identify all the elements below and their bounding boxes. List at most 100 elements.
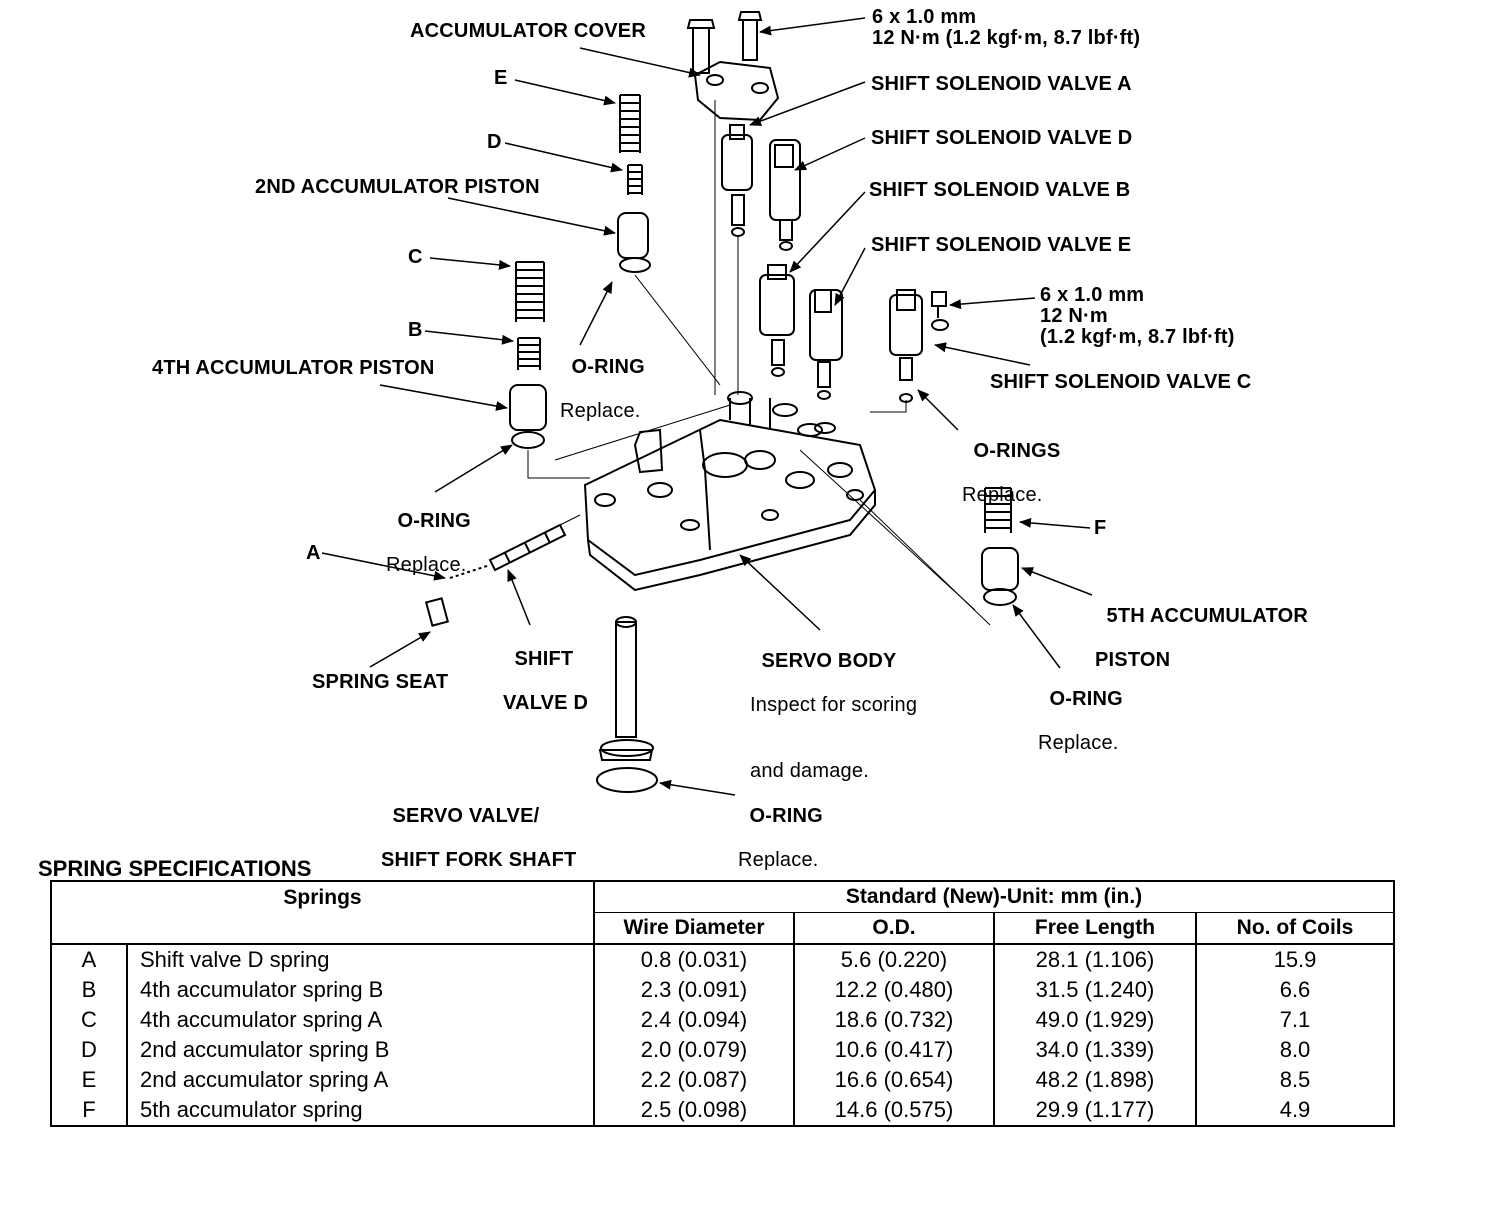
oring-piston4-note: Replace. [386, 554, 467, 576]
row-wire-diameter: 2.3 (0.091) [593, 975, 794, 1005]
oring-piston5-title: O-RING [1049, 688, 1123, 710]
second-accumulator-piston-label: 2ND ACCUMULATOR PISTON [255, 176, 540, 198]
row-free-length: 28.1 (1.106) [993, 944, 1196, 975]
spring-f-label: F [1094, 517, 1107, 539]
solenoid-valves-drawing [721, 124, 949, 403]
shift-valve-d-label: SHIFT VALVE D [503, 626, 588, 736]
orings-label: O-RINGS Replace. [962, 418, 1060, 528]
spring-b-label: B [408, 319, 423, 341]
oring-servo-label: O-RING Replace. [738, 783, 823, 893]
row-letter: F [82, 1097, 96, 1122]
fifth-accumulator-piston-label: 5TH ACCUMULATOR PISTON [1095, 583, 1308, 693]
solenoid-valve-d-label: SHIFT SOLENOID VALVE D [871, 127, 1133, 149]
left-springs-pistons-drawing [509, 94, 651, 449]
servo-body-note2: and damage. [750, 760, 869, 782]
shift-valve-drawing [424, 523, 567, 627]
row-spring-name: 2nd accumulator spring B [126, 1035, 594, 1065]
row-coils: 4.9 [1195, 1095, 1394, 1126]
col-springs-header: Springs [51, 881, 594, 945]
fifth-piston-line1: 5TH ACCUMULATOR [1106, 605, 1309, 627]
row-od: 12.2 (0.480) [793, 975, 994, 1005]
oring-piston2-title: O-RING [571, 356, 645, 378]
row-od: 10.6 (0.417) [793, 1035, 994, 1065]
row-coils: 7.1 [1195, 1005, 1394, 1035]
fifth-piston-line2: PISTON [1095, 649, 1171, 671]
solenoid-valve-b-label: SHIFT SOLENOID VALVE B [869, 179, 1131, 201]
row-od: 16.6 (0.654) [793, 1065, 994, 1095]
oring-piston4-label: O-RING Replace. [386, 488, 471, 598]
row-free-length: 29.9 (1.177) [993, 1095, 1196, 1126]
row-od: 5.6 (0.220) [793, 944, 994, 975]
spring-seat-label: SPRING SEAT [312, 671, 449, 693]
servo-body-title: SERVO BODY [761, 650, 897, 672]
row-coils: 8.0 [1195, 1035, 1394, 1065]
row-spring-name: Shift valve D spring [126, 944, 594, 975]
col-coils-header: No. of Coils [1195, 912, 1394, 945]
servo-body-drawing [583, 391, 877, 592]
guide-lines [527, 100, 991, 626]
oring-piston5-label: O-RING Replace. [1038, 666, 1123, 776]
col-standard-header: Standard (New)-Unit: mm (in.) [593, 881, 1394, 913]
accumulator-cover-drawing [686, 11, 780, 122]
row-free-length: 34.0 (1.339) [993, 1035, 1196, 1065]
accumulator-cover-label: ACCUMULATOR COVER [410, 20, 646, 42]
bolt-right-size-label: 6 x 1.0 mm [1040, 284, 1145, 306]
solenoid-valve-e-label: SHIFT SOLENOID VALVE E [871, 234, 1132, 256]
row-letter: B [81, 977, 97, 1002]
spring-d-label: D [487, 131, 502, 153]
row-wire-diameter: 2.5 (0.098) [593, 1095, 794, 1126]
oring-piston5-note: Replace. [1038, 732, 1119, 754]
oring-piston2-note: Replace. [560, 400, 641, 422]
solenoid-valve-a-label: SHIFT SOLENOID VALVE A [871, 73, 1132, 95]
orings-note: Replace. [962, 484, 1043, 506]
row-wire-diameter: 2.2 (0.087) [593, 1065, 794, 1095]
servo-valve-line2: SHIFT FORK SHAFT [381, 849, 577, 871]
solenoid-valve-c-label: SHIFT SOLENOID VALVE C [990, 371, 1252, 393]
row-free-length: 49.0 (1.929) [993, 1005, 1196, 1035]
row-coils: 15.9 [1195, 944, 1394, 975]
servo-valve-line1: SERVO VALVE/ [392, 805, 540, 827]
row-spring-name: 4th accumulator spring B [126, 975, 594, 1005]
shift-valve-line2: VALVE D [503, 692, 589, 714]
spring-e-label: E [494, 67, 508, 89]
col-free-length-header: Free Length [993, 912, 1196, 945]
row-coils: 6.6 [1195, 975, 1394, 1005]
row-od: 18.6 (0.732) [793, 1005, 994, 1035]
oring-servo-note: Replace. [738, 849, 819, 871]
row-coils: 8.5 [1195, 1065, 1394, 1095]
row-od: 14.6 (0.575) [793, 1095, 994, 1126]
row-spring-name: 4th accumulator spring A [126, 1005, 594, 1035]
row-wire-diameter: 2.4 (0.094) [593, 1005, 794, 1035]
shift-valve-line1: SHIFT [514, 648, 574, 670]
bolt-top-torque-label: 12 N·m (1.2 kgf·m, 8.7 lbf·ft) [872, 27, 1141, 49]
spring-specifications-title: SPRING SPECIFICATIONS [38, 856, 312, 881]
spring-a-label: A [306, 542, 321, 564]
oring-servo-title: O-RING [749, 805, 823, 827]
row-free-length: 48.2 (1.898) [993, 1065, 1196, 1095]
fourth-accumulator-piston-label: 4TH ACCUMULATOR PISTON [152, 357, 435, 379]
servo-valve-label: SERVO VALVE/ SHIFT FORK SHAFT [381, 783, 576, 893]
row-wire-diameter: 0.8 (0.031) [593, 944, 794, 975]
leader-lines [321, 17, 1093, 796]
row-spring-name: 5th accumulator spring [126, 1095, 594, 1126]
col-wire-diameter-header: Wire Diameter [593, 912, 794, 945]
oring-piston4-title: O-RING [397, 510, 471, 532]
spring-c-label: C [408, 246, 423, 268]
row-free-length: 31.5 (1.240) [993, 975, 1196, 1005]
orings-title: O-RINGS [973, 440, 1061, 462]
row-letter: D [81, 1037, 97, 1062]
col-od-header: O.D. [793, 912, 994, 945]
bolt-top-size-label: 6 x 1.0 mm [872, 6, 977, 28]
bolt-right-torque-label: 12 N·m [1040, 305, 1108, 327]
row-wire-diameter: 2.0 (0.079) [593, 1035, 794, 1065]
row-letter: A [81, 947, 97, 972]
row-spring-name: 2nd accumulator spring A [126, 1065, 594, 1095]
servo-body-label: SERVO BODY Inspect for scoring and damag… [750, 628, 917, 804]
bolt-right-torque-detail-label: (1.2 kgf·m, 8.7 lbf·ft) [1040, 326, 1235, 348]
row-letter: C [81, 1007, 97, 1032]
